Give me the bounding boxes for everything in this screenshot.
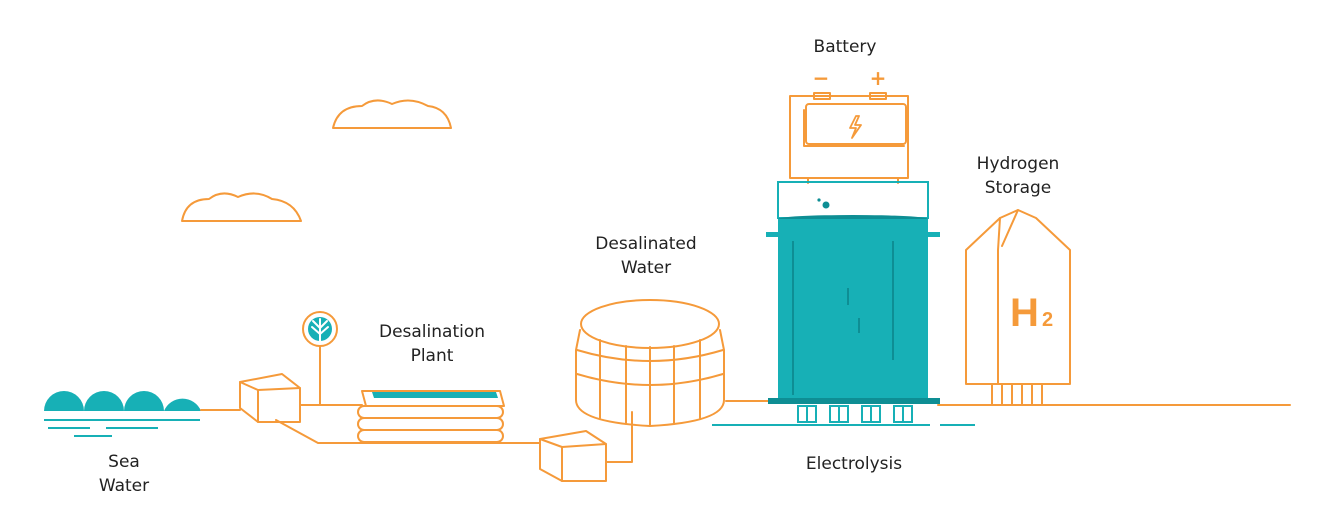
battery-plus-label: + xyxy=(870,66,887,90)
pump-box-icon xyxy=(239,373,301,423)
electrolysis-label: Electrolysis xyxy=(806,454,902,474)
pipes xyxy=(200,400,1291,463)
h2-subscript: 2 xyxy=(1042,309,1053,331)
hydrogen-storage-label-line2: Storage xyxy=(985,178,1052,198)
hydrogen-storage-label-line1: Hydrogen xyxy=(977,154,1060,174)
electrolyzer-icon xyxy=(712,181,975,426)
desalinated-water-label-line2: Water xyxy=(621,258,671,278)
wave-icon xyxy=(44,391,201,437)
cloud-icon xyxy=(332,99,452,129)
hydrogen-tank-icon: H 2 xyxy=(965,209,1071,406)
battery-label: Battery xyxy=(814,37,877,57)
cloud-icon xyxy=(181,192,302,222)
desalination-plant-icon xyxy=(357,390,505,443)
battery-minus-label: − xyxy=(813,66,830,90)
sea-water-label-line2: Water xyxy=(99,476,149,496)
desalination-plant-label-line1: Desalination xyxy=(379,322,485,342)
desalination-plant-label-line2: Plant xyxy=(411,346,454,366)
storage-tank-icon xyxy=(575,299,725,427)
h2-symbol: H xyxy=(1010,291,1039,335)
desalinated-water-label-line1: Desalinated xyxy=(595,234,696,254)
battery-icon xyxy=(789,92,909,184)
lightning-icon xyxy=(849,115,862,139)
sea-water-label-line1: Sea xyxy=(108,452,140,472)
pump-box-icon xyxy=(539,430,607,482)
tree-icon xyxy=(302,311,338,406)
